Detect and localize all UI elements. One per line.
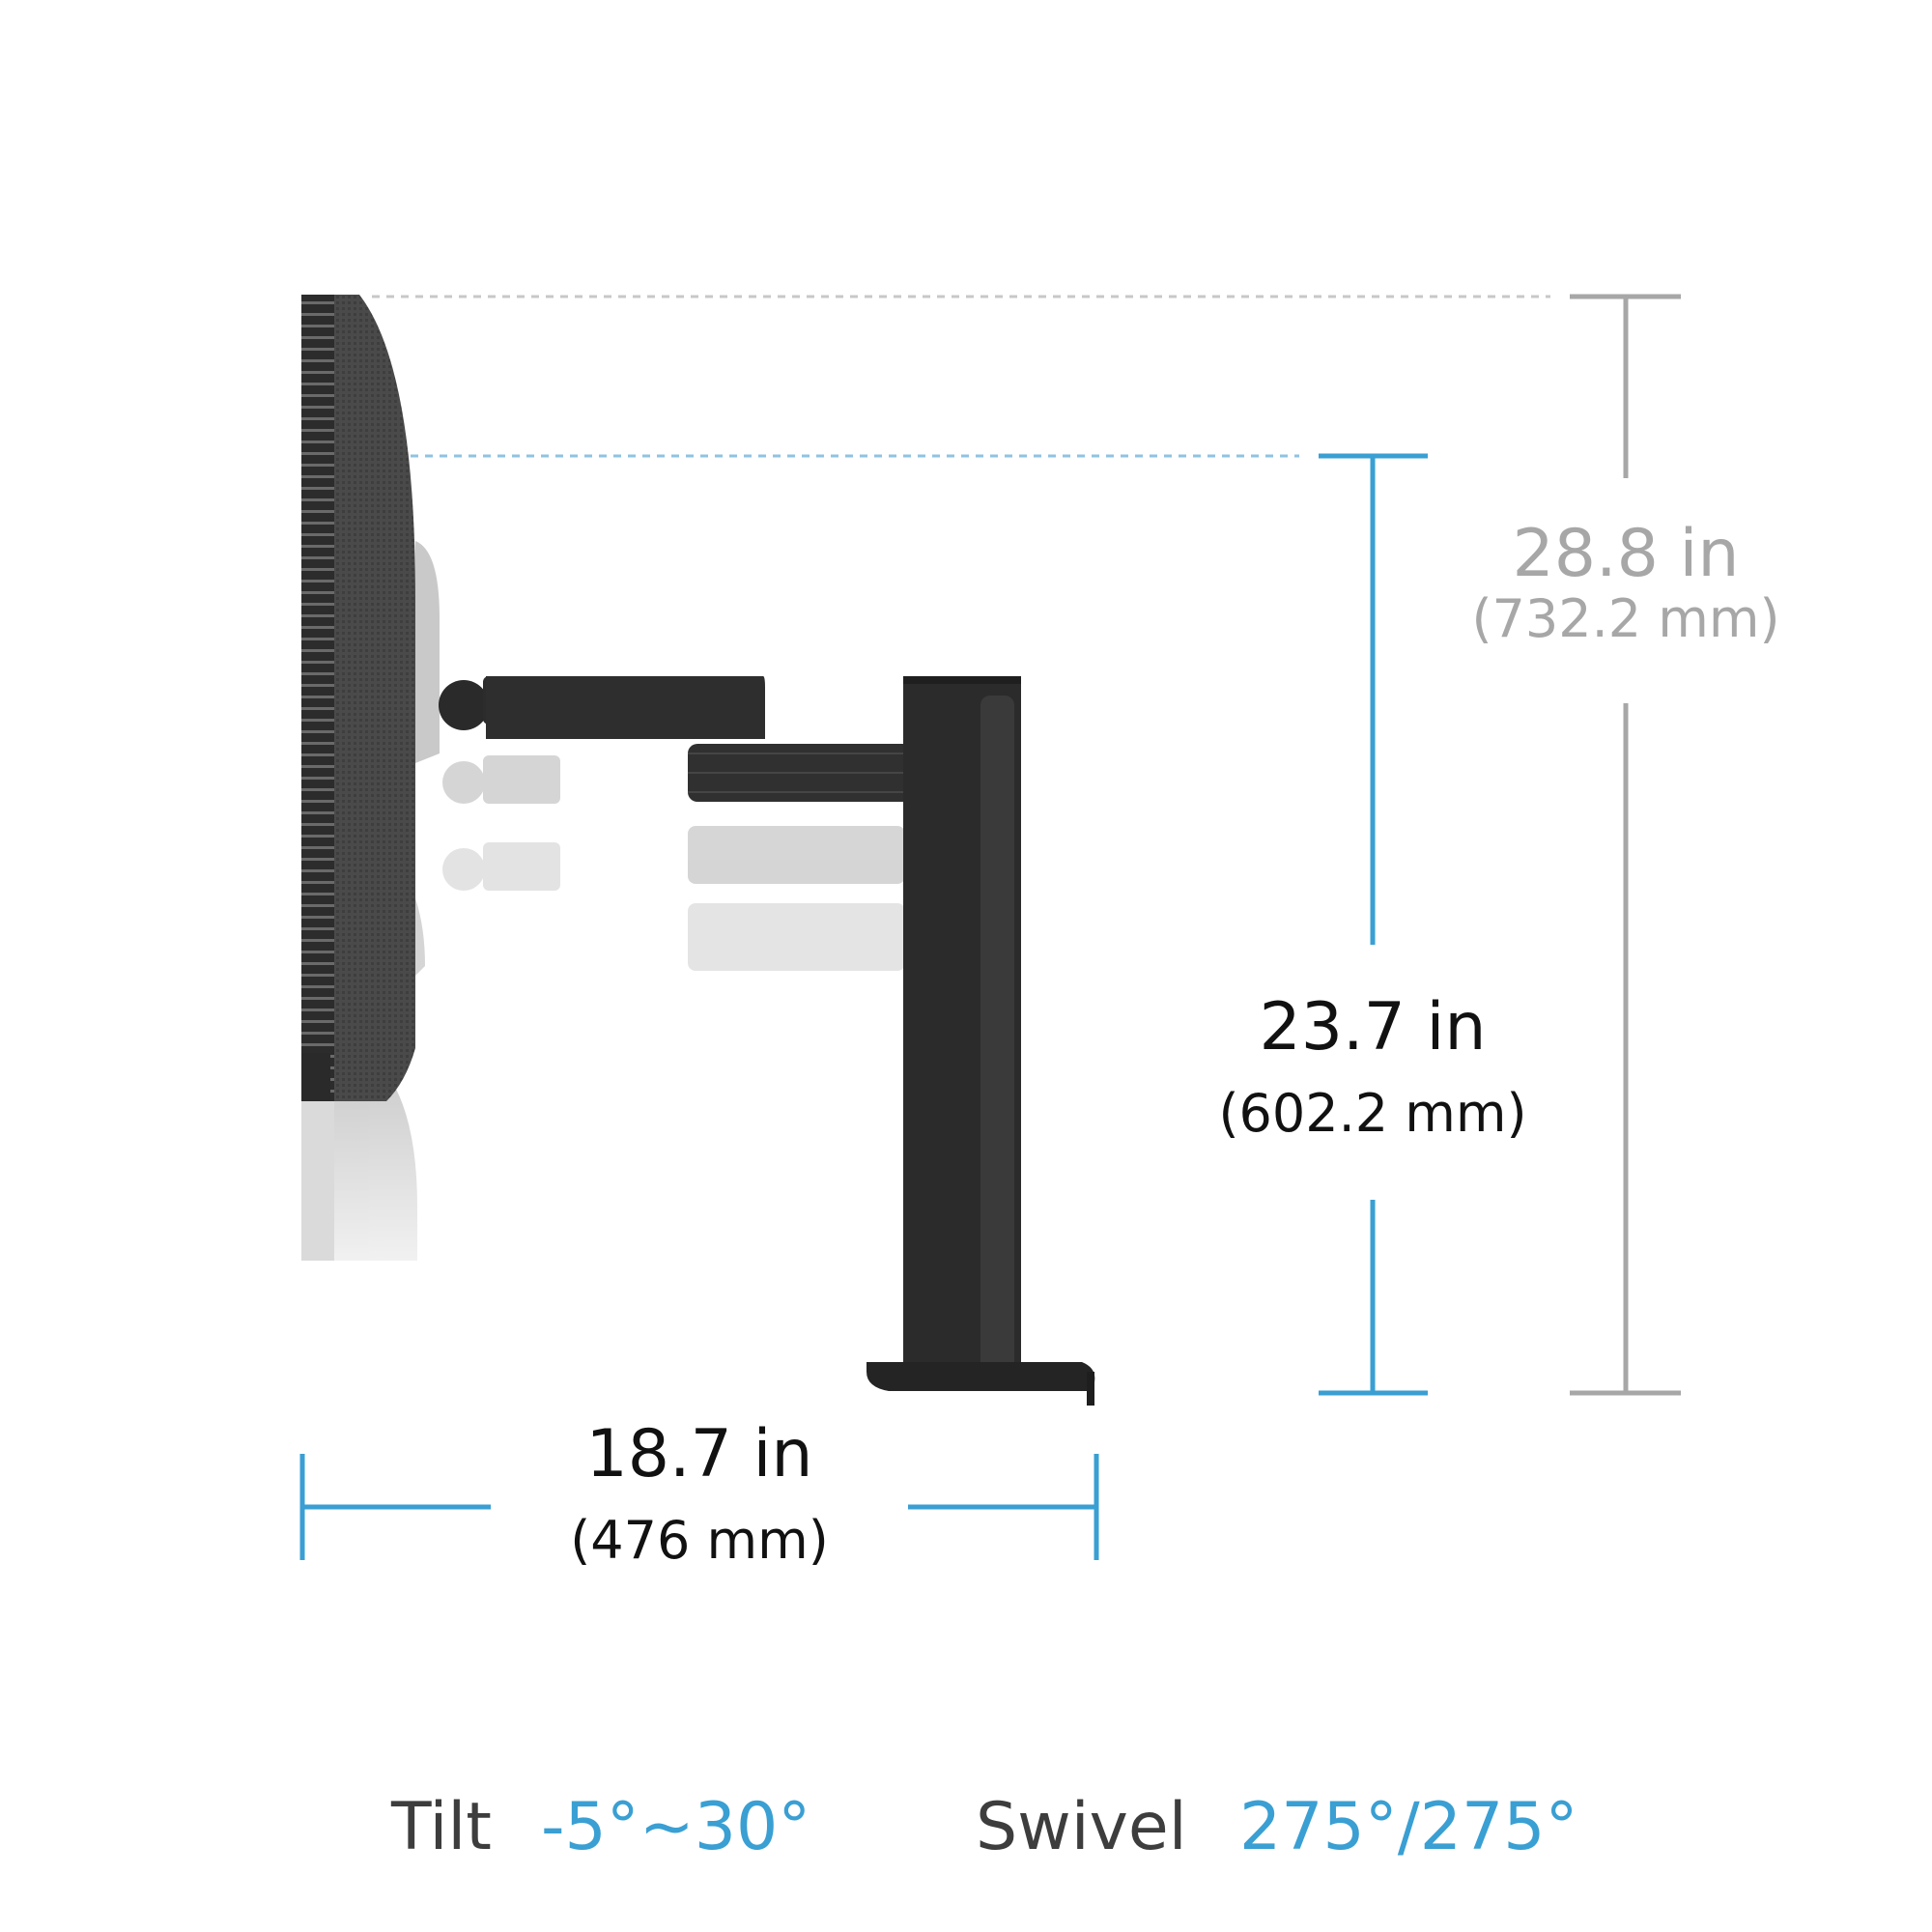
pole-height-dimension-line (1319, 453, 1428, 1396)
depth-value: 18.7 in (585, 1416, 813, 1492)
tilt-label: Tilt (391, 1789, 492, 1865)
total-height-metric: (732.2 mm) (1471, 588, 1780, 649)
swivel-label: Swivel (976, 1789, 1187, 1865)
depth-dimension-line (299, 1454, 1099, 1560)
total-height-value: 28.8 in (1512, 516, 1740, 592)
depth-metric: (476 mm) (570, 1510, 829, 1571)
pole-height-metric: (602.2 mm) (1218, 1083, 1527, 1144)
ghost-arm-2 (688, 826, 905, 971)
tilt-value: -5°~30° (541, 1789, 811, 1865)
monitor-stand-base (867, 1362, 1095, 1406)
total-height-dimension-line (1570, 294, 1681, 1396)
monitor (301, 295, 440, 1101)
monitor-stand-pole (903, 676, 1021, 1381)
pole-height-value: 23.7 in (1259, 989, 1487, 1065)
monitor-arm (439, 676, 920, 802)
ghost-arm-1 (442, 755, 560, 891)
swivel-value: 275°/275° (1239, 1789, 1578, 1865)
